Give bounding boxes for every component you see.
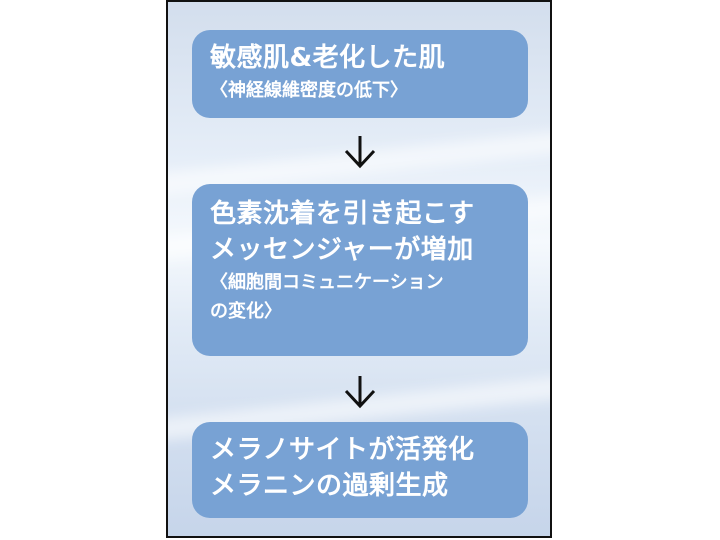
flow-box-sensitive-skin: 敏感肌&老化した肌 〈神経線維密度の低下〉: [192, 30, 528, 118]
flow-box-messenger-increase: 色素沈着を引き起こす メッセンジャーが増加 〈細胞間コミュニケーション の変化〉: [192, 184, 528, 356]
box-subtitle-line: 〈細胞間コミュニケーション: [210, 272, 444, 293]
arrow-down-icon: [344, 376, 376, 409]
box-title-line: メラノサイトが活発化: [210, 435, 475, 465]
flow-box-melanocyte-activation: メラノサイトが活発化 メラニンの過剰生成: [192, 422, 528, 518]
box-subtitle-line: 〈神経線維密度の低下〉: [210, 80, 408, 101]
arrow-down-icon: [344, 136, 376, 169]
box-title-line: 色素沈着を引き起こす: [210, 199, 475, 229]
box-title-line: 敏感肌&老化した肌: [210, 43, 446, 73]
box-title-line: メラニンの過剰生成: [210, 471, 449, 501]
box-subtitle-line: の変化〉: [210, 301, 282, 322]
box-title-line: メッセンジャーが増加: [210, 235, 474, 265]
diagram-frame: 敏感肌&老化した肌 〈神経線維密度の低下〉 色素沈着を引き起こす メッセンジャー…: [166, 0, 552, 538]
